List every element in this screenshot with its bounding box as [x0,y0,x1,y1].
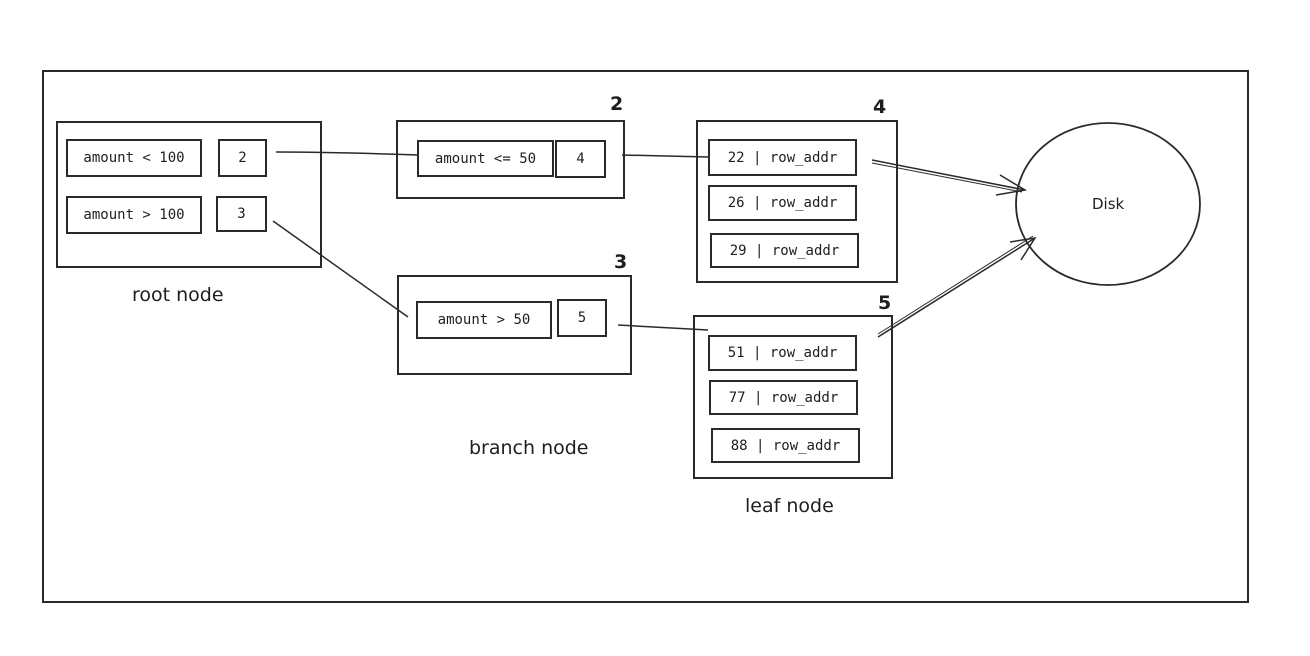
node-5-row-3: 88 | row_addr [711,428,860,463]
root-node-label: root node [132,284,224,306]
branch-node-2 [396,120,625,199]
root-ptr-1: 2 [218,139,267,177]
disk-label: Disk [1092,195,1125,213]
root-node [56,121,322,268]
branch-node-label: branch node [469,437,589,459]
arrow-node-5-to-disk [877,237,1036,338]
diagram-frame [42,70,1249,603]
node-2-ptr: 4 [555,140,606,178]
root-ptr-2: 3 [216,196,267,232]
node-4-row-3: 29 | row_addr [710,233,859,268]
node-2-id: 2 [610,93,624,115]
node-4-id: 4 [873,96,887,118]
node-5-id: 5 [878,292,892,314]
branch-node-3 [397,275,632,375]
node-4-row-1: 22 | row_addr [708,139,857,176]
root-key-1: amount < 100 [66,139,202,177]
node-3-id: 3 [614,251,628,273]
arrowhead-node-4 [995,174,1028,196]
node-3-ptr: 5 [557,299,607,337]
arrowhead-node-5 [1009,236,1037,261]
leaf-node-4 [696,120,898,283]
node-4-row-2: 26 | row_addr [708,185,857,221]
node-3-key: amount > 50 [416,301,552,339]
link-root-to-node-2 [275,151,419,156]
disk-shape [1015,122,1201,286]
leaf-node-label: leaf node [745,495,834,517]
node-2-key: amount <= 50 [417,140,554,177]
leaf-node-5 [693,315,893,479]
root-key-2: amount > 100 [66,196,202,234]
link-root-to-node-3 [272,220,409,318]
node-5-row-2: 77 | row_addr [709,380,858,415]
link-node-2-to-node-4 [621,154,709,158]
node-5-row-1: 51 | row_addr [708,335,857,371]
